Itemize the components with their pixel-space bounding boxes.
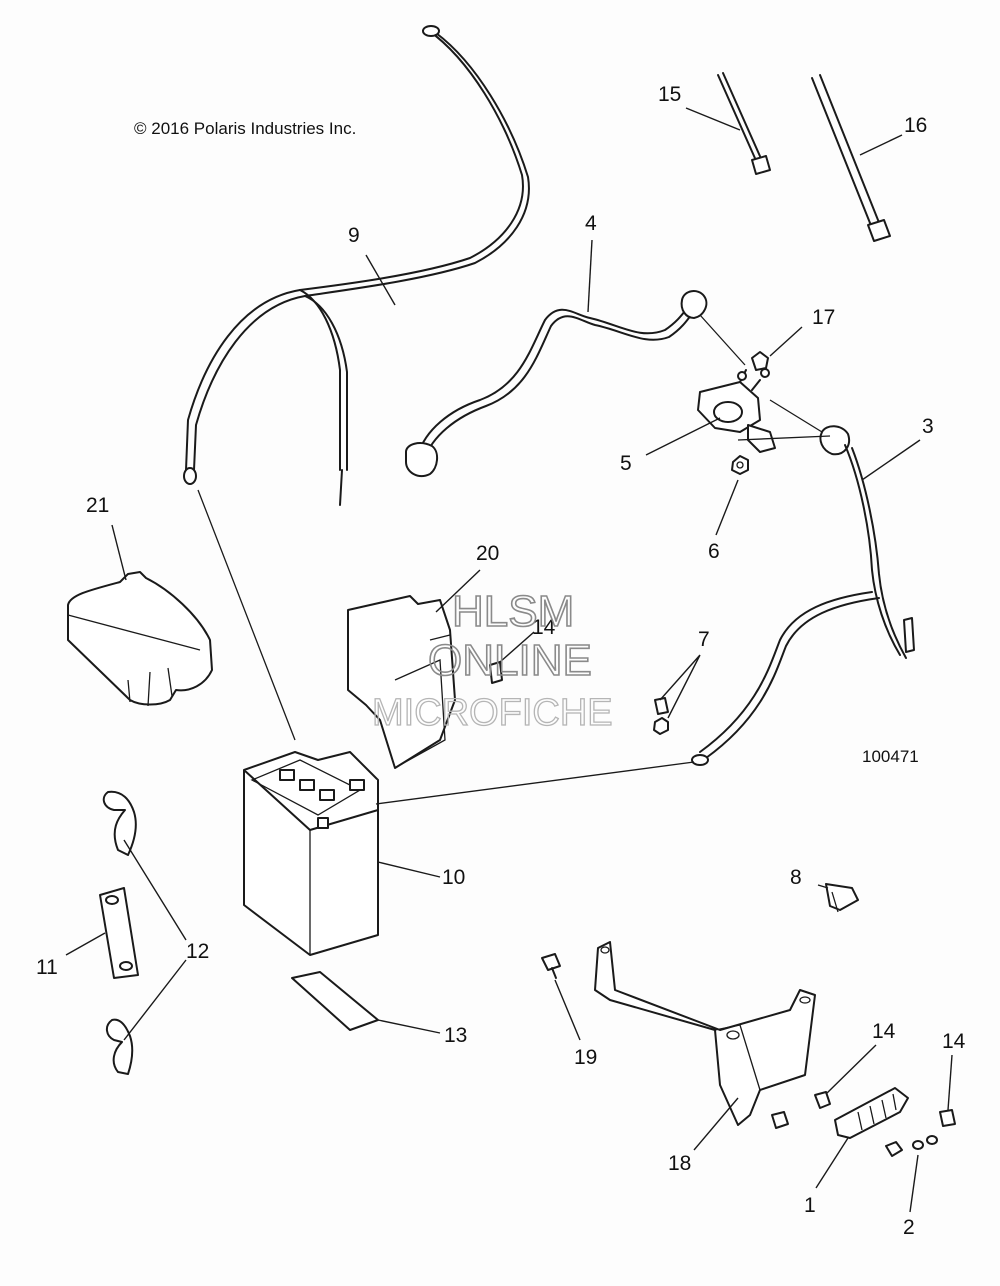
part-17-nut (751, 351, 770, 378)
callout-17: 17 (812, 306, 835, 329)
callout-14-top: 14 (532, 616, 556, 639)
part-8-clip (825, 883, 859, 913)
callout-19: 19 (574, 1046, 597, 1069)
part-12-hooks (102, 790, 137, 1075)
part-19-bolt (541, 953, 561, 979)
callout-3: 3 (922, 415, 934, 438)
watermark: HLSM ONLINE MICROFICHE (371, 586, 613, 734)
callout-7: 7 (698, 628, 710, 651)
part-10-battery (243, 751, 379, 956)
callout-1: 1 (804, 1194, 816, 1217)
callout-9: 9 (348, 224, 360, 247)
leader-lines (65, 107, 953, 1213)
part-21-battery-cover (67, 571, 213, 707)
part-5-solenoid (697, 369, 776, 453)
callout-14-mid: 14 (872, 1020, 896, 1043)
part-14-bolts (771, 1091, 956, 1129)
part-14-bolt-shield (489, 661, 503, 684)
callout-8: 8 (790, 866, 802, 889)
callout-10: 10 (442, 866, 465, 889)
part-4-cable (405, 290, 746, 478)
watermark-line-2: ONLINE (428, 636, 592, 685)
watermark-line-3: MICROFICHE (372, 692, 613, 734)
callout-14-right: 14 (942, 1030, 966, 1053)
part-16-cable-tie (811, 74, 891, 242)
watermark-line-1: HLSM (452, 587, 574, 636)
part-13-pad (291, 971, 379, 1031)
callout-5: 5 (620, 452, 632, 475)
callout-13: 13 (444, 1024, 467, 1047)
callout-12: 12 (186, 940, 209, 963)
copyright-text: © 2016 Polaris Industries Inc. (134, 119, 356, 138)
part-3-cable (691, 399, 915, 766)
diagram-ref-number: 100471 (862, 747, 919, 766)
callout-21: 21 (86, 494, 109, 517)
callout-11: 11 (36, 956, 58, 979)
part-15-cable-tie (717, 72, 771, 175)
part-6-nut (731, 455, 749, 475)
callout-18: 18 (668, 1152, 691, 1175)
part-20-shield (347, 595, 456, 769)
callout-4: 4 (585, 212, 597, 235)
callout-16: 16 (904, 114, 927, 137)
callout-20: 20 (476, 542, 499, 565)
callout-6: 6 (708, 540, 720, 563)
callout-2: 2 (903, 1216, 915, 1239)
assembly-lines (197, 435, 831, 805)
part-2-nuts (885, 1135, 938, 1157)
part-18-bracket (594, 941, 816, 1126)
part-1-terminal-block (834, 1087, 909, 1139)
callout-15: 15 (658, 83, 681, 106)
part-7-fasteners (653, 697, 669, 735)
part-9-battery-cable (183, 25, 530, 506)
part-11-strap (99, 887, 139, 979)
